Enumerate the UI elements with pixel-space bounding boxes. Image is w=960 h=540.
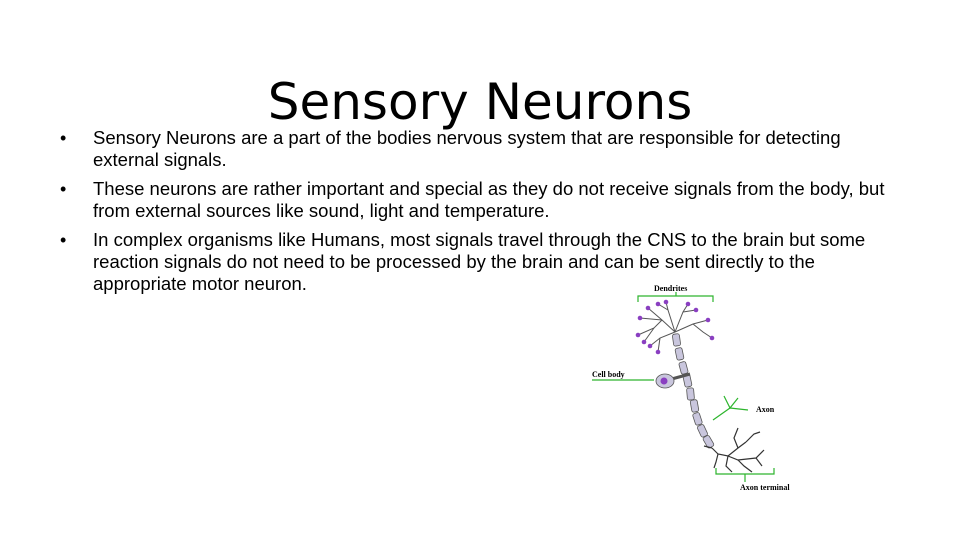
bullet-icon: • <box>60 230 67 250</box>
myelin-sheath-lower <box>689 399 715 449</box>
label-axon-terminal: Axon terminal <box>740 483 790 492</box>
bullet-text: In complex organisms like Humans, most s… <box>93 229 866 294</box>
bullet-item: • These neurons are rather important and… <box>60 178 905 222</box>
bullet-icon: • <box>60 179 67 199</box>
bullet-item: • In complex organisms like Humans, most… <box>60 229 905 295</box>
bullet-text: Sensory Neurons are a part of the bodies… <box>93 127 841 170</box>
bullet-item: • Sensory Neurons are a part of the bodi… <box>60 127 905 171</box>
neuron-illustration: Dendrites <box>592 284 790 492</box>
dendrites-bracket <box>637 292 714 302</box>
nucleus <box>660 377 668 385</box>
neuron-diagram: Dendrites <box>588 280 818 495</box>
label-axon: Axon <box>756 405 775 414</box>
myelin-sheath-upper <box>672 333 695 401</box>
slide-title: Sensory Neurons <box>267 72 693 131</box>
axon-leader <box>712 395 749 421</box>
label-cell-body: Cell body <box>592 370 625 379</box>
bullet-list: • Sensory Neurons are a part of the bodi… <box>60 127 905 302</box>
label-dendrites: Dendrites <box>654 284 687 293</box>
bullet-icon: • <box>60 128 67 148</box>
axon-terminal-branches <box>703 427 765 473</box>
dendrite-tips <box>635 299 715 355</box>
bullet-text: These neurons are rather important and s… <box>93 178 885 221</box>
axon-terminal-bracket <box>715 468 775 482</box>
